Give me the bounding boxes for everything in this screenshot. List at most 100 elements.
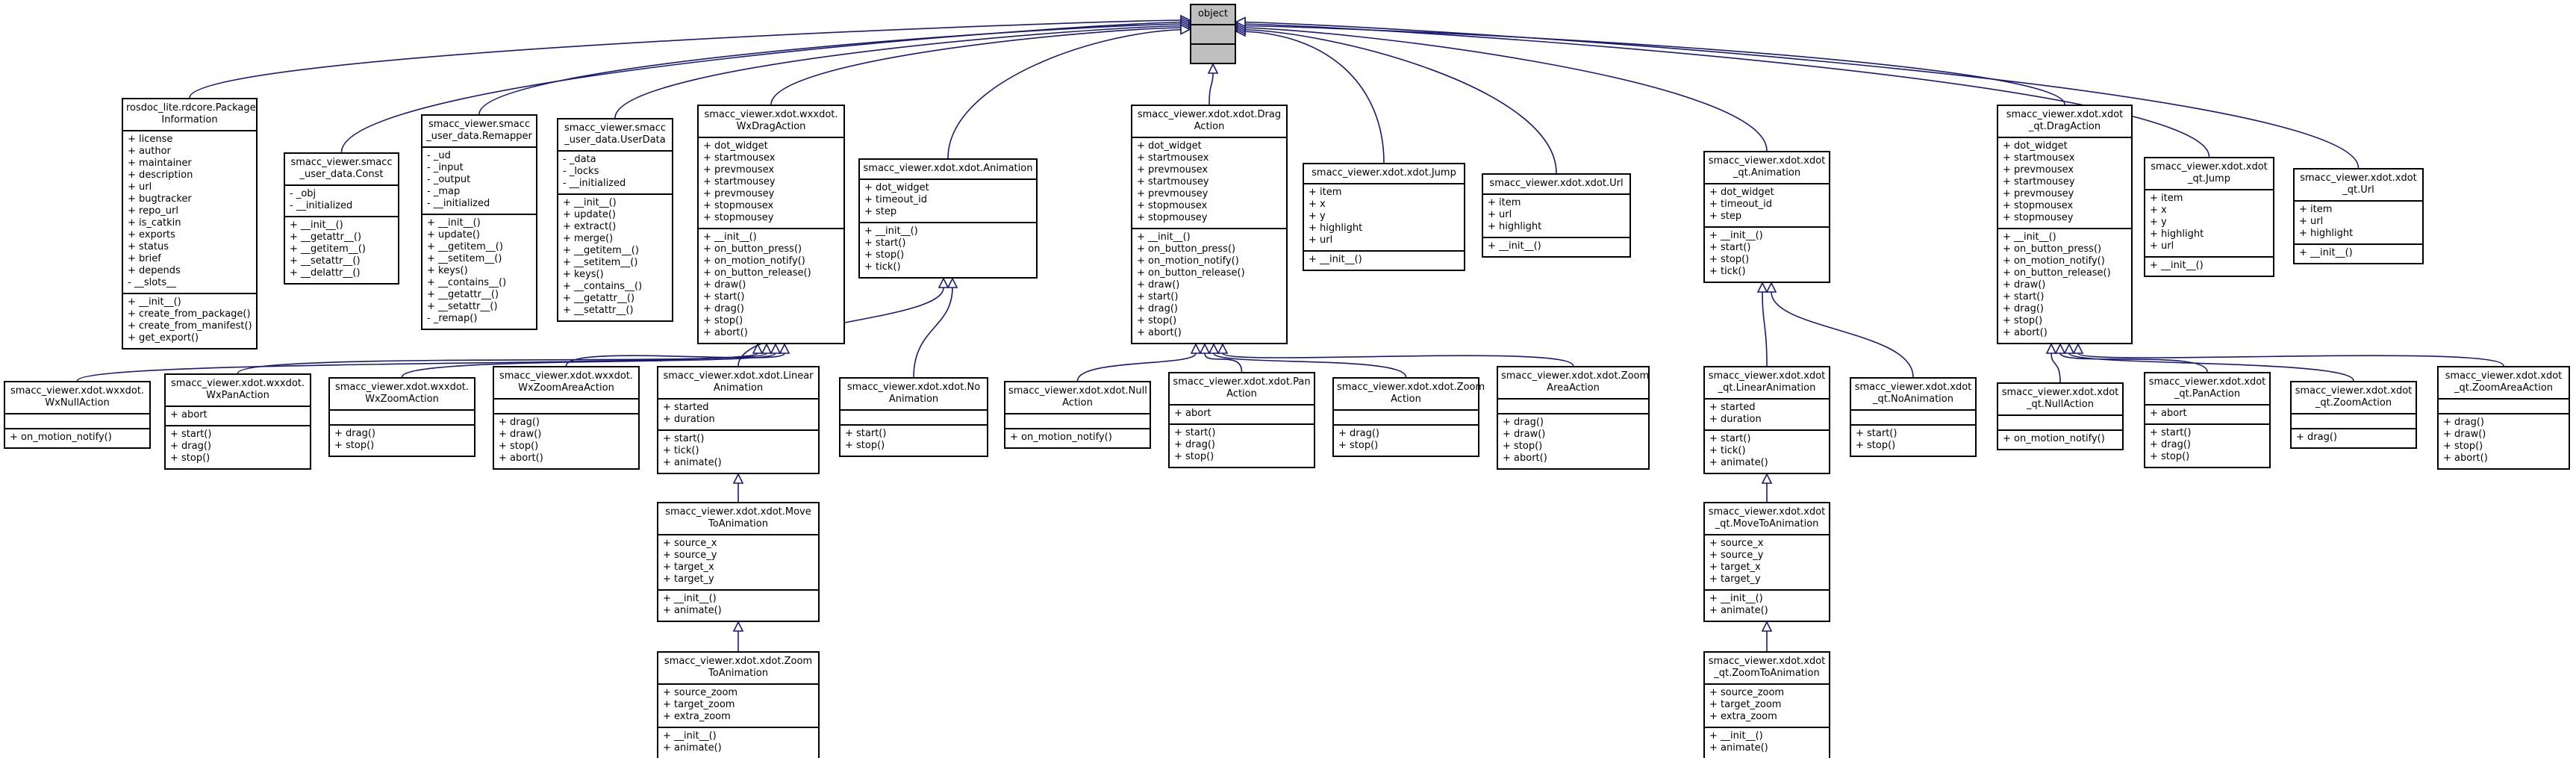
class-object[interactable]: object (1190, 4, 1236, 64)
class-qt-pan-action[interactable]: smacc_viewer.xdot.xdot_qt.PanAction+ abo… (2144, 372, 2271, 468)
class-operation: + animate() (663, 605, 722, 616)
class-remapper[interactable]: smacc_viewer.smacc_user_data.Remapper- _… (421, 114, 537, 330)
class-qt-zoom-action[interactable]: smacc_viewer.xdot.xdot_qt.ZoomAction+ dr… (2290, 381, 2417, 449)
class-wx-zoom-area-action[interactable]: smacc_viewer.xdot.wxxdot.WxZoomAreaActio… (493, 366, 640, 470)
class-operation: + __init__() (1309, 254, 1362, 265)
class-operation: + on_motion_notify() (703, 255, 805, 267)
class-operation: + __contains__() (563, 281, 643, 292)
class-attributes (1334, 411, 1478, 424)
class-attribute: + highlight (2150, 229, 2204, 240)
class-attribute: + status (128, 241, 169, 252)
class-qt-zoom-area-action[interactable]: smacc_viewer.xdot.xdot_qt.ZoomAreaAction… (2437, 366, 2570, 470)
class-operations: + __init__()+ create_from_package()+ cre… (123, 293, 256, 348)
class-title: smacc_viewer.xdot.wxxdot.WxNullAction (5, 382, 149, 414)
class-operation: + __init__() (1709, 593, 1763, 604)
class-operation: + drag() (2150, 439, 2191, 450)
class-attribute: + startmousex (703, 152, 776, 164)
class-animation[interactable]: smacc_viewer.xdot.xdot.Animation+ dot_wi… (858, 158, 1038, 279)
class-operation: + stop() (1856, 440, 1896, 451)
class-operation: + __init__() (563, 197, 617, 208)
class-name-line: _qt.NullAction (2027, 399, 2094, 410)
class-qt-linear-animation[interactable]: smacc_viewer.xdot.xdot_qt.LinearAnimatio… (1703, 366, 1830, 474)
class-attributes (1005, 414, 1150, 428)
class-attributes: + started+ duration (1705, 400, 1829, 429)
class-qt-no-animation[interactable]: smacc_viewer.xdot.xdot_qt.NoAnimation+ s… (1850, 377, 1977, 457)
class-attribute: - __initialized (563, 178, 626, 189)
class-operation: + drag() (1174, 439, 1215, 450)
class-qt-jump[interactable]: smacc_viewer.xdot.xdot_qt.Jump+ item+ x+… (2144, 157, 2274, 277)
class-attribute: + target_x (1709, 562, 1761, 573)
class-title: smacc_viewer.xdot.xdot_qt.ZoomToAnimatio… (1705, 653, 1829, 685)
class-operation: + keys() (563, 269, 604, 280)
class-operation: + __setattr__() (563, 305, 634, 316)
class-operation: + __getitem__() (290, 243, 366, 255)
class-name-line: _qt.LinearAnimation (1718, 382, 1816, 394)
class-operations: + drag()+ draw()+ stop()+ abort() (494, 413, 638, 468)
class-name-line: Action (1062, 397, 1093, 408)
class-url[interactable]: smacc_viewer.xdot.xdot.Url+ item+ url+ h… (1482, 173, 1631, 258)
class-title: smacc_viewer.xdot.xdot_qt.ZoomAction (2292, 382, 2416, 414)
class-name-line: smacc_viewer.xdot.xdot.Null (1008, 385, 1147, 397)
class-attribute: + source_y (1709, 550, 1764, 561)
class-attributes (1851, 411, 1975, 424)
class-operation: + on_button_release() (1137, 267, 1245, 279)
class-title: smacc_viewer.xdot.xdot_qt.NullAction (1998, 384, 2122, 416)
class-operation: + tick() (1709, 445, 1746, 456)
class-qt-animation[interactable]: smacc_viewer.xdot.xdot_qt.Animation+ dot… (1703, 151, 1830, 283)
class-operations: + __init__() (1483, 237, 1630, 256)
class-operation: + keys() (427, 265, 468, 276)
class-operations: + __init__() (2295, 243, 2422, 263)
class-qt-drag-action[interactable]: smacc_viewer.xdot.xdot_qt.DragAction+ do… (1997, 105, 2133, 344)
class-operations: + on_motion_notify() (5, 428, 149, 447)
class-qt-url[interactable]: smacc_viewer.xdot.xdot_qt.Url+ item+ url… (2293, 168, 2424, 264)
class-name-line: smacc_viewer.xdot.xdot.Jump (1312, 167, 1456, 178)
class-operation: + draw() (2443, 429, 2486, 440)
class-const[interactable]: smacc_viewer.smacc_user_data.Const- _obj… (284, 152, 399, 285)
class-attributes: + abort (166, 407, 310, 425)
class-wx-drag-action[interactable]: smacc_viewer.xdot.wxxdot.WxDragAction+ d… (697, 105, 845, 344)
class-operations: + on_motion_notify() (1005, 428, 1150, 447)
class-qt-zoom-to-animation[interactable]: smacc_viewer.xdot.xdot_qt.ZoomToAnimatio… (1703, 651, 1830, 758)
class-attribute: + dot_widget (1137, 140, 1202, 152)
class-title: smacc_viewer.xdot.wxxdot.WxZoomAction (330, 379, 474, 411)
class-wx-pan-action[interactable]: smacc_viewer.xdot.wxxdot.WxPanAction+ ab… (164, 373, 311, 470)
class-operation: + drag() (170, 441, 211, 452)
inheritance-arrowhead (1207, 63, 1219, 74)
class-title: smacc_viewer.smacc_user_data.UserData (558, 119, 672, 152)
class-operation: + stop() (2003, 315, 2043, 326)
inheritance-arrowhead (1235, 16, 1246, 28)
class-qt-move-to-animation[interactable]: smacc_viewer.xdot.xdot_qt.MoveToAnimatio… (1703, 502, 1830, 622)
class-attributes: + source_zoom+ target_zoom+ extra_zoom (1705, 685, 1829, 727)
class-userdata[interactable]: smacc_viewer.smacc_user_data.UserData- _… (557, 118, 673, 322)
class-attributes: + dot_widget+ timeout_id+ step (1705, 184, 1829, 226)
class-attribute: + description (128, 170, 193, 181)
class-name-line: _qt.ZoomAreaAction (2454, 382, 2554, 394)
class-name-line: _qt.NoAnimation (1873, 394, 1953, 405)
class-operation: + tick() (663, 445, 699, 456)
class-operation: + stop() (1503, 441, 1543, 452)
class-wx-zoom-action[interactable]: smacc_viewer.xdot.wxxdot.WxZoomAction+ d… (328, 377, 475, 457)
inheritance-edge-jump-to-object (1235, 31, 1385, 164)
class-qt-null-action[interactable]: smacc_viewer.xdot.xdot_qt.NullAction+ on… (1997, 382, 2124, 450)
class-attribute: + source_x (1709, 538, 1764, 549)
class-attribute: + source_zoom (1709, 687, 1785, 698)
class-attribute: + startmousey (2003, 176, 2075, 187)
class-jump[interactable]: smacc_viewer.xdot.xdot.Jump+ item+ x+ y+… (1303, 163, 1465, 271)
class-attribute: + brief (128, 253, 161, 264)
class-attributes: - _data- _locks- __initialized (558, 152, 672, 193)
inheritance-edge-qtdrag-to-object (1235, 25, 2065, 105)
inheritance-arrowhead (1765, 282, 1777, 293)
class-wx-null-action[interactable]: smacc_viewer.xdot.wxxdot.WxNullAction + o… (4, 381, 151, 449)
inheritance-edge-panact-to-drag (1204, 352, 1243, 373)
